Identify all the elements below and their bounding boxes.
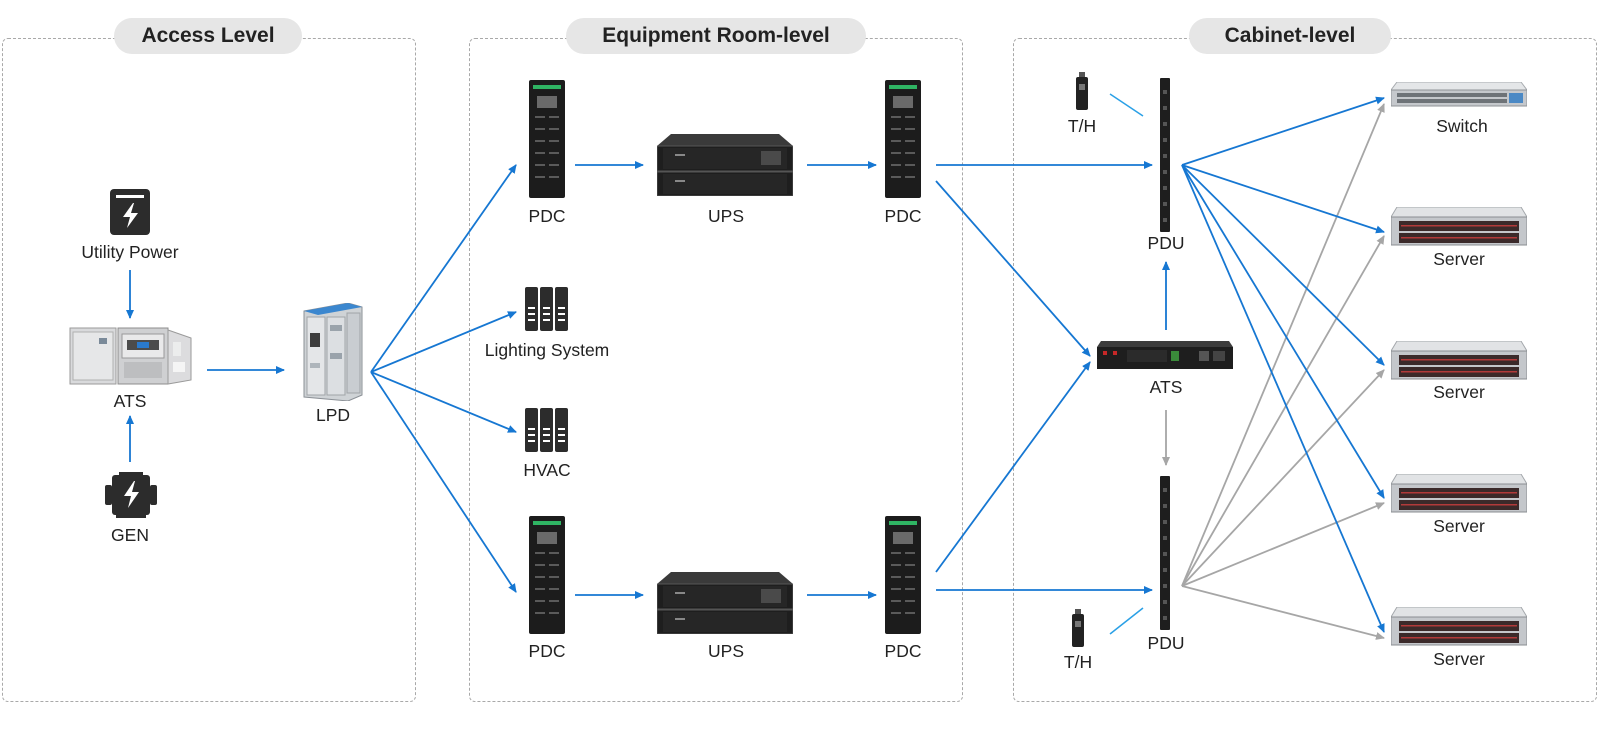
switch-label: Switch bbox=[1436, 116, 1488, 136]
ups-bottom-label: UPS bbox=[708, 641, 744, 661]
hvac-icon bbox=[525, 408, 568, 452]
link-pdu-top-server-1 bbox=[1181, 164, 1385, 234]
link-pdu-bottom-server-1 bbox=[1181, 235, 1385, 587]
zone-title-equipment-room: Equipment Room-level bbox=[566, 18, 866, 54]
ats-cabinet-image bbox=[69, 327, 192, 385]
link-pdu-bottom-switch bbox=[1181, 103, 1385, 587]
utility-power-icon bbox=[110, 189, 150, 235]
link-pdu-top-server-4 bbox=[1181, 164, 1385, 633]
generator-icon bbox=[105, 472, 157, 518]
link-th-pdu-bottom bbox=[1109, 607, 1144, 635]
th-top-label: T/H bbox=[1067, 116, 1097, 136]
hvac-label: HVAC bbox=[523, 460, 571, 480]
pdc-bottom-left-image bbox=[529, 516, 565, 634]
server-3-image bbox=[1391, 474, 1527, 513]
link-pdu-bottom-server-3 bbox=[1181, 502, 1385, 587]
link-lpd-pdc-top bbox=[370, 164, 517, 373]
pdu-bottom-label: PDU bbox=[1147, 633, 1185, 653]
link-lpd-hvac bbox=[370, 371, 517, 433]
utility-power-label: Utility Power bbox=[81, 242, 179, 262]
link-lpd-pdc-bottom bbox=[370, 371, 517, 593]
ats-label: ATS bbox=[113, 391, 147, 411]
link-pdu-top-server-2 bbox=[1181, 164, 1385, 366]
server-4-label: Server bbox=[1433, 649, 1485, 669]
link-pdc-ats-top bbox=[935, 180, 1091, 357]
pdc-bottom-right-label: PDC bbox=[884, 641, 922, 661]
cabinet-ats-image bbox=[1097, 341, 1233, 369]
link-th-pdu-top bbox=[1109, 93, 1144, 117]
pdc-top-right-label: PDC bbox=[884, 206, 922, 226]
switch-image bbox=[1391, 82, 1527, 107]
link-pdu-top-switch bbox=[1181, 96, 1385, 166]
th-bottom-label: T/H bbox=[1063, 652, 1093, 672]
lpd-label: LPD bbox=[315, 405, 351, 425]
gen-label: GEN bbox=[111, 525, 149, 545]
server-2-image bbox=[1391, 341, 1527, 380]
th-sensor-top-image bbox=[1076, 72, 1088, 110]
server-2-label: Server bbox=[1433, 382, 1485, 402]
link-pdc-ats-bottom bbox=[935, 361, 1091, 573]
server-1-image bbox=[1391, 207, 1527, 246]
lpd-cabinet-image bbox=[303, 303, 363, 401]
th-sensor-bottom-image bbox=[1072, 609, 1084, 647]
ups-bottom-image bbox=[657, 572, 793, 634]
link-pdu-bottom-server-4 bbox=[1181, 585, 1385, 640]
zone-title-cabinet: Cabinet-level bbox=[1189, 18, 1391, 54]
server-4-image bbox=[1391, 607, 1527, 646]
server-1-label: Server bbox=[1433, 249, 1485, 269]
ups-top-image bbox=[657, 134, 793, 196]
pdu-bottom-image bbox=[1160, 476, 1170, 630]
pdc-top-left-image bbox=[529, 80, 565, 198]
link-pdu-top-server-3 bbox=[1181, 164, 1385, 499]
lighting-system-icon bbox=[525, 287, 568, 331]
cabinet-ats-label: ATS bbox=[1149, 377, 1183, 397]
link-lpd-lighting bbox=[370, 311, 517, 373]
pdc-top-left-label: PDC bbox=[528, 206, 566, 226]
pdu-top-image bbox=[1160, 78, 1170, 232]
pdc-bottom-left-label: PDC bbox=[528, 641, 566, 661]
server-3-label: Server bbox=[1433, 516, 1485, 536]
pdc-bottom-right-image bbox=[885, 516, 921, 634]
ups-top-label: UPS bbox=[708, 206, 744, 226]
lighting-system-label: Lighting System bbox=[484, 340, 610, 360]
pdc-top-right-image bbox=[885, 80, 921, 198]
link-pdu-bottom-server-2 bbox=[1181, 369, 1385, 587]
zone-title-access: Access Level bbox=[114, 18, 302, 54]
pdu-top-label: PDU bbox=[1147, 233, 1185, 253]
